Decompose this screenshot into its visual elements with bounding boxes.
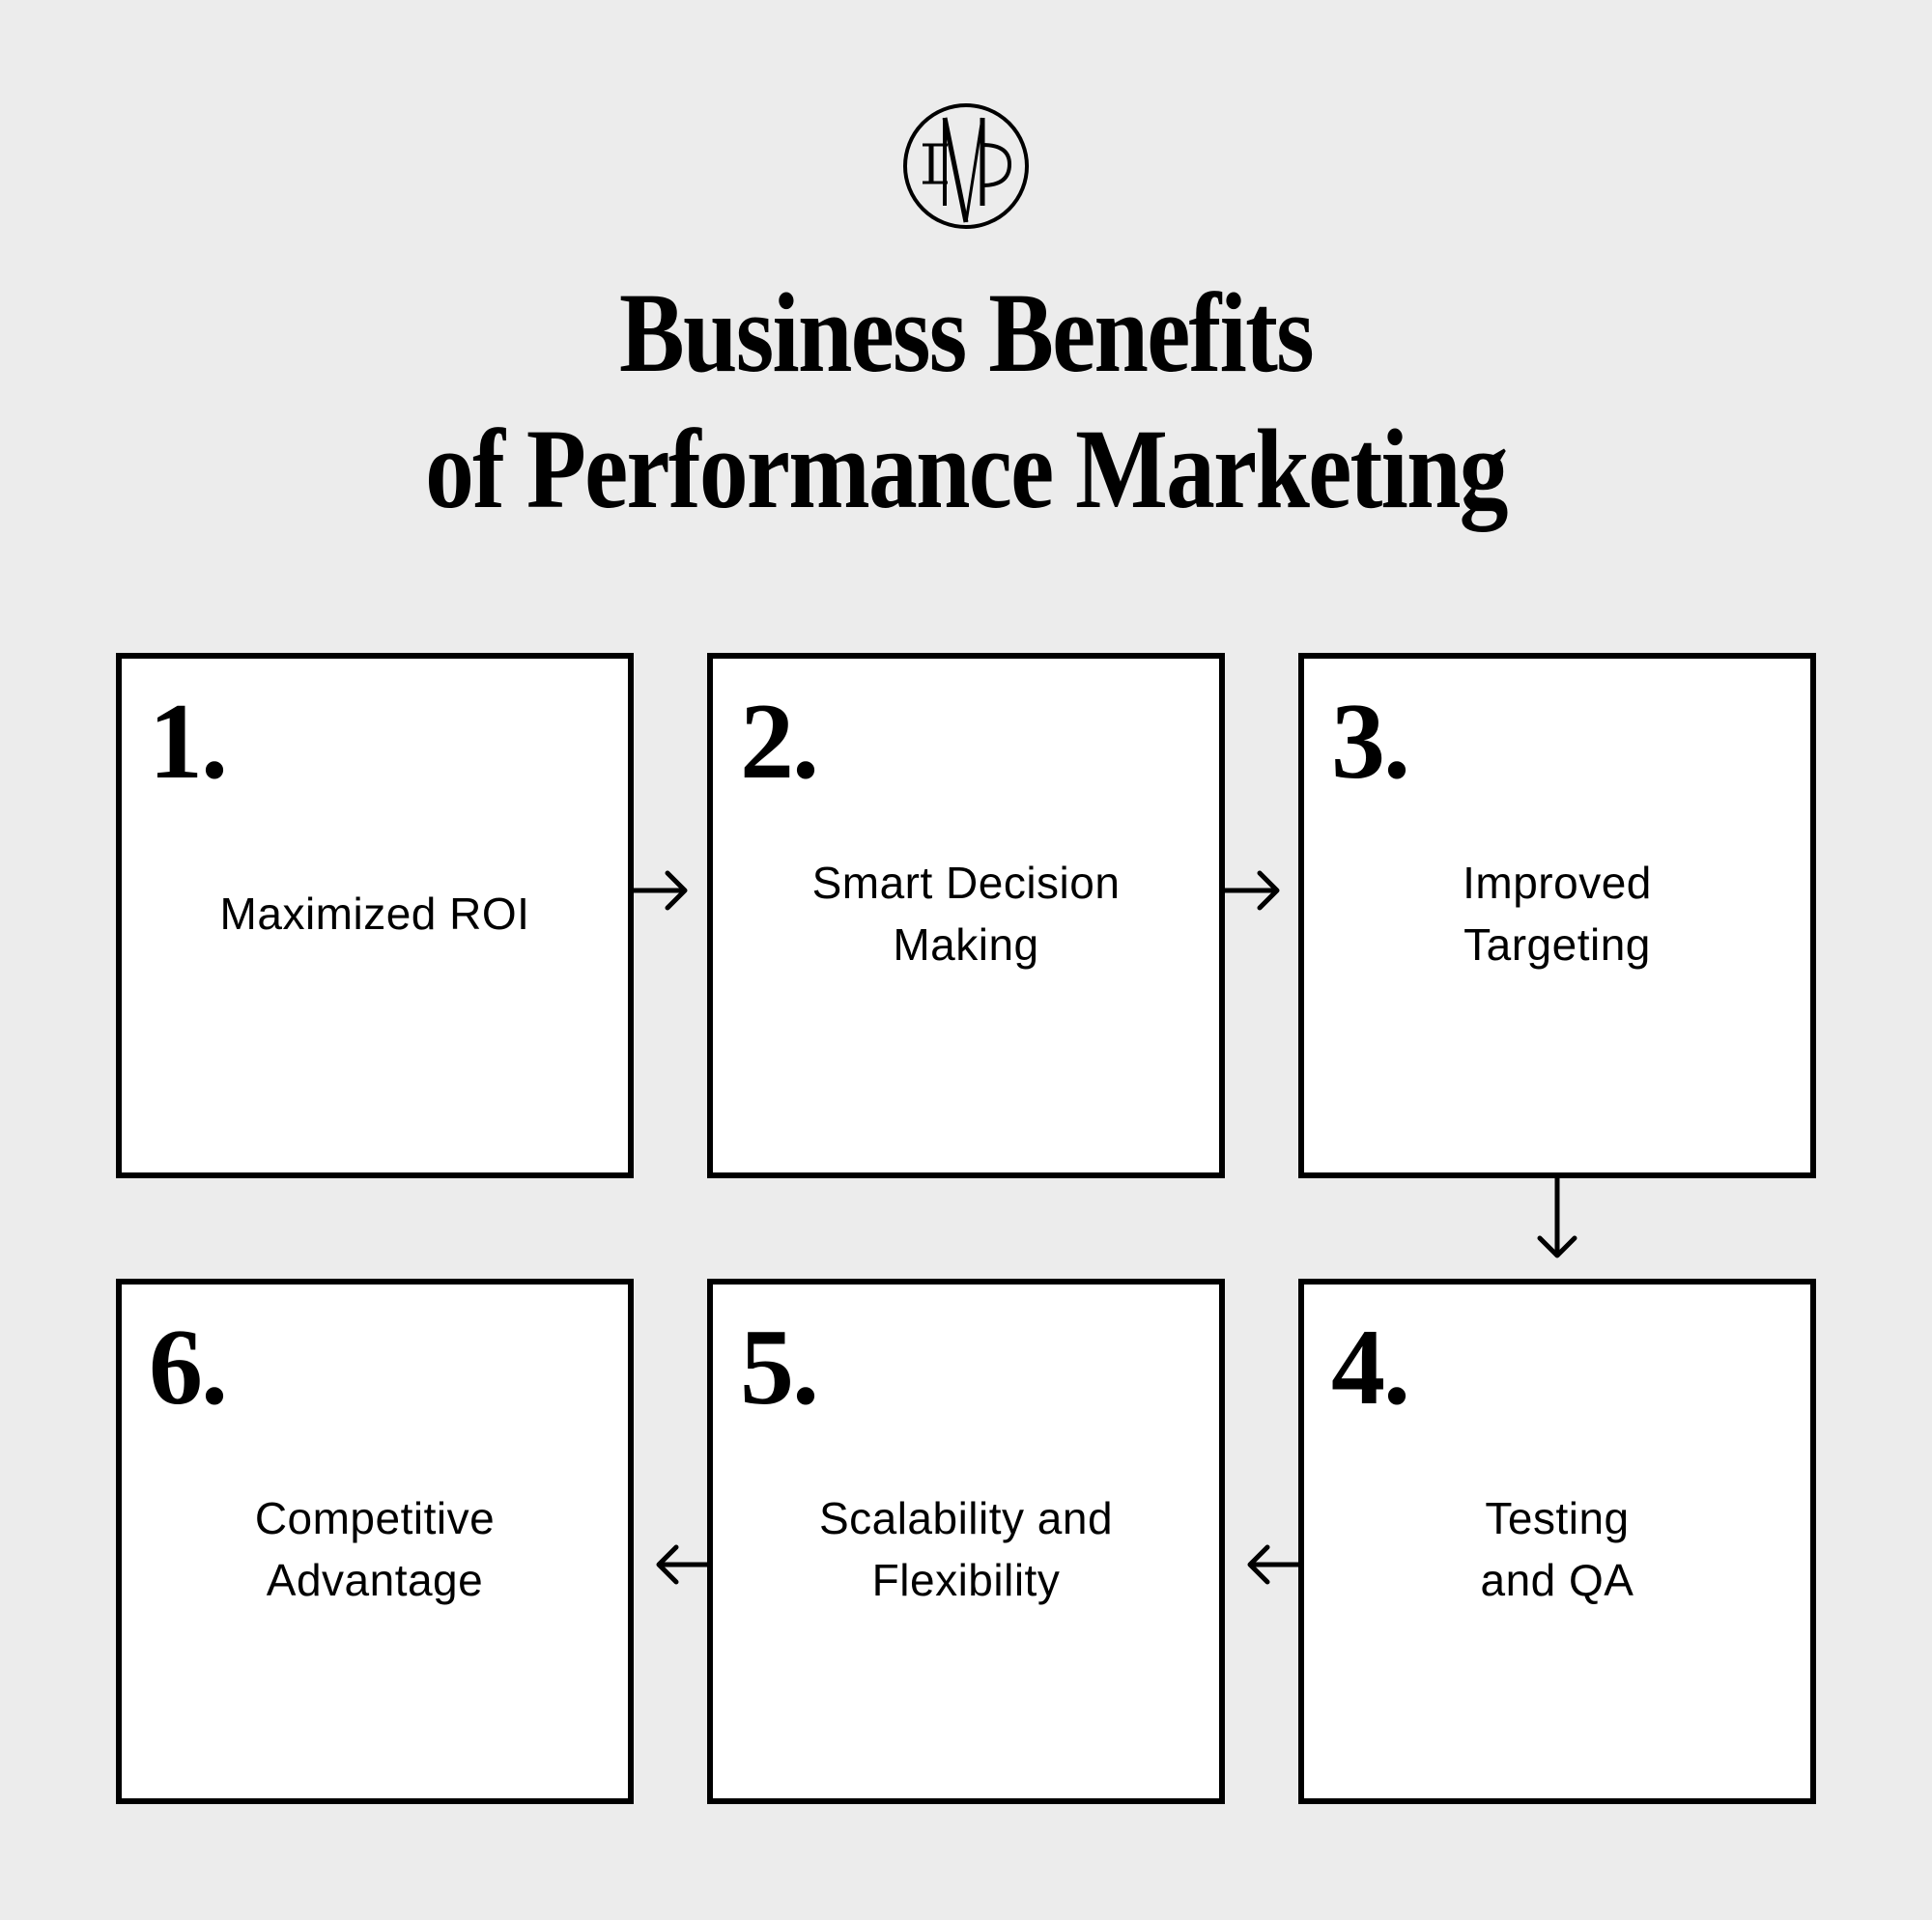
step-label-line: Targeting — [1463, 919, 1651, 970]
step-label-line: Flexibility — [871, 1555, 1061, 1605]
step-number: 1. — [149, 682, 228, 802]
page-title-line-2: of Performance Marketing — [425, 406, 1508, 532]
arrow-right-icon — [1225, 870, 1280, 911]
step-number: 4. — [1331, 1308, 1410, 1427]
step-label: Testing and QA — [1304, 1487, 1810, 1611]
step-label: Improved Targeting — [1304, 852, 1810, 975]
step-label-line: Smart Decision — [811, 858, 1121, 908]
step-label: Smart Decision Making — [713, 852, 1219, 975]
step-number: 3. — [1331, 682, 1410, 802]
step-card-4: 4. Testing and QA — [1298, 1279, 1816, 1804]
step-label-line: Advantage — [266, 1555, 484, 1605]
step-card-6: 6. Competitive Advantage — [116, 1279, 634, 1804]
arrow-left-icon — [656, 1544, 711, 1585]
step-card-2: 2. Smart Decision Making — [707, 653, 1225, 1178]
step-label-line: Improved — [1463, 858, 1652, 908]
step-label: Maximized ROI — [122, 883, 628, 945]
step-label-line: Competitive — [254, 1493, 496, 1543]
arrow-left-icon — [1247, 1544, 1302, 1585]
monogram-logo-icon — [903, 103, 1029, 229]
step-label-line: Maximized ROI — [219, 889, 530, 939]
arrow-down-icon — [1537, 1178, 1577, 1258]
step-label: Competitive Advantage — [122, 1487, 628, 1611]
step-number: 6. — [149, 1308, 228, 1427]
step-number: 2. — [740, 682, 819, 802]
step-label-line: Testing — [1485, 1493, 1630, 1543]
step-card-3: 3. Improved Targeting — [1298, 653, 1816, 1178]
step-label-line: Making — [893, 919, 1039, 970]
step-card-1: 1. Maximized ROI — [116, 653, 634, 1178]
step-number: 5. — [740, 1308, 819, 1427]
step-label-line: and QA — [1480, 1555, 1634, 1605]
step-card-5: 5. Scalability and Flexibility — [707, 1279, 1225, 1804]
page-title-line-1: Business Benefits — [619, 269, 1315, 396]
step-label: Scalability and Flexibility — [713, 1487, 1219, 1611]
arrow-right-icon — [633, 870, 688, 911]
step-label-line: Scalability and — [818, 1493, 1114, 1543]
